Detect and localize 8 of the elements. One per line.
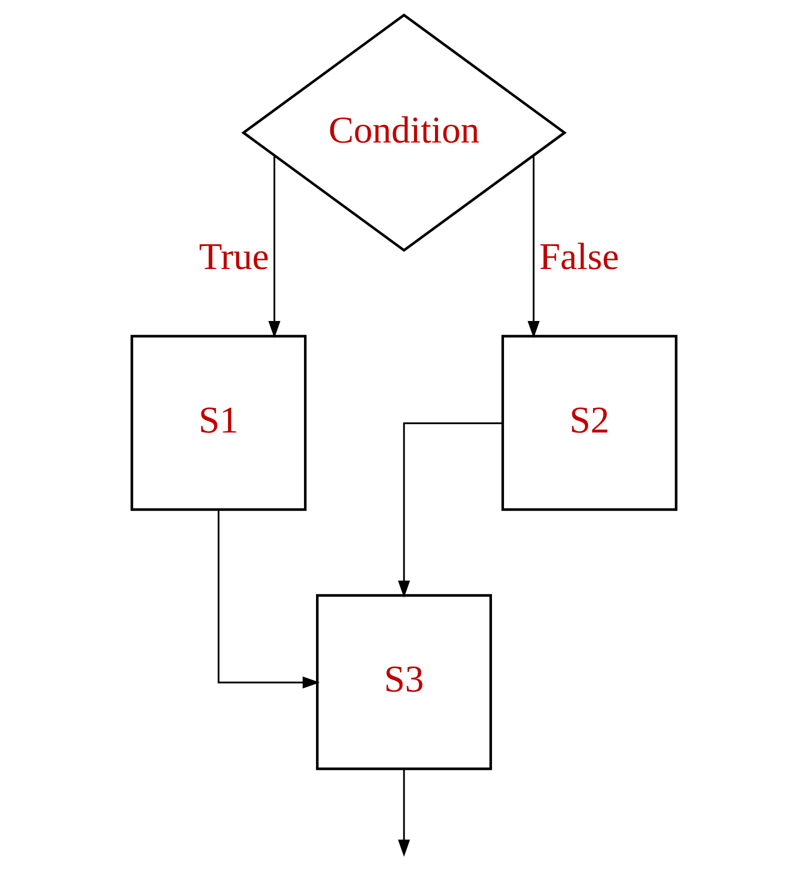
arrow [218,510,320,689]
node-box: S3 [316,594,492,770]
arrow [268,155,280,338]
node-box: S2 [501,334,678,511]
arrow [398,769,410,857]
arrow [528,155,540,338]
node-box: S1 [130,334,307,511]
arrow [398,422,503,598]
